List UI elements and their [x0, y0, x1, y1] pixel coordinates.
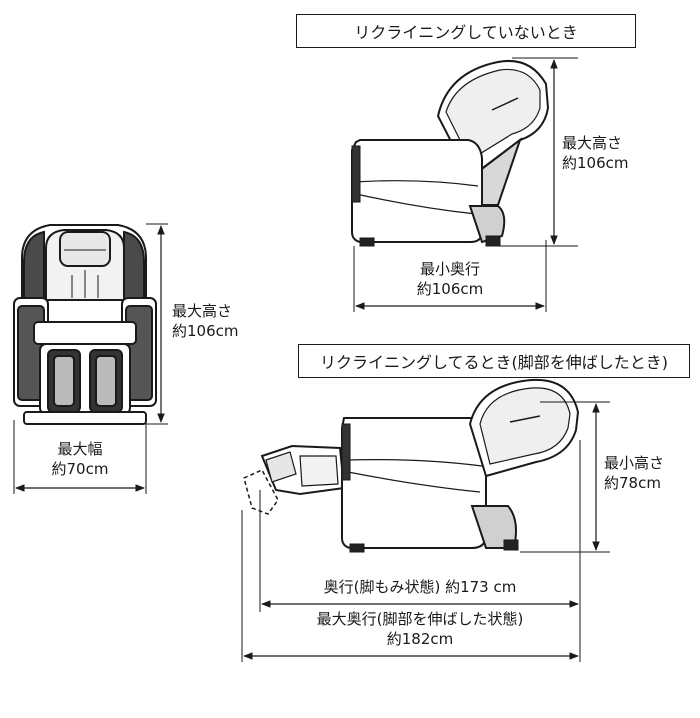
- front-width-value: 約70cm: [51, 460, 109, 478]
- front-height-label: 最大高さ: [172, 302, 233, 320]
- reclined-depth-extended-label: 最大奥行(脚部を伸ばした状態): [316, 610, 524, 628]
- side-height-value: 約106cm: [562, 154, 629, 172]
- front-height-value: 約106cm: [172, 322, 239, 340]
- front-width-label: 最大幅: [57, 440, 103, 458]
- side-depth-value: 約106cm: [416, 280, 484, 298]
- dimension-lines: [13, 57, 610, 662]
- reclined-depth-extended-value: 約182cm: [386, 630, 454, 648]
- reclined-depth-folded: 奥行(脚もみ状態) 約173 cm: [323, 578, 517, 596]
- side-height-label: 最大高さ: [562, 134, 623, 152]
- reclined-view-chair: [243, 378, 580, 553]
- side-view-chair: [351, 60, 550, 247]
- reclined-height-label: 最小高さ: [604, 454, 665, 472]
- front-view-chair: [13, 224, 157, 425]
- upright-view-title: リクライニングしていないとき: [296, 14, 636, 48]
- side-depth-label: 最小奥行: [419, 260, 480, 278]
- reclined-view-title: リクライニングしてるとき(脚部を伸ばしたとき): [298, 344, 690, 378]
- reclined-height-value: 約78cm: [604, 474, 661, 492]
